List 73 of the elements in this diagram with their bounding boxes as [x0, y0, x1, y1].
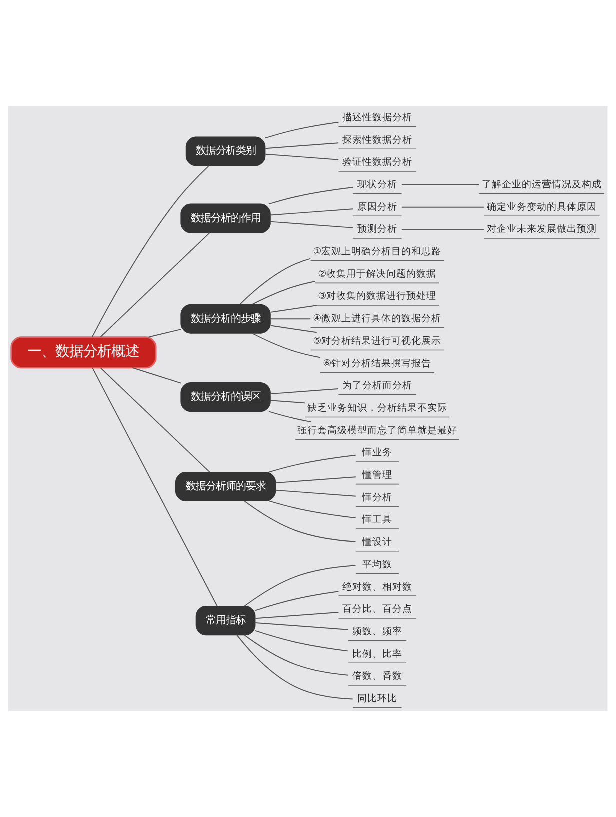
node-text: 现状分析: [357, 179, 398, 190]
node-text: ⑤对分析结果进行可视化展示: [313, 336, 442, 347]
connector: [255, 622, 349, 630]
node-text: 懂工具: [362, 514, 392, 526]
connector: [270, 400, 306, 404]
connector: [244, 565, 356, 607]
connector: [265, 142, 340, 150]
node-text: 强行套高级模型而忘了简单就是最好: [297, 425, 458, 436]
connector: [268, 454, 356, 473]
node-box: 数据分析类别: [186, 136, 266, 166]
node-text: 懂分析: [362, 492, 392, 504]
connector: [148, 329, 182, 338]
node-text: 验证性数据分析: [342, 157, 412, 168]
node-box: 一、数据分析概述: [10, 336, 157, 369]
connector: [92, 367, 218, 607]
connector: [255, 591, 340, 612]
connector: [100, 368, 210, 473]
node-text: 比例、比率: [352, 648, 402, 660]
node-text: 倍数、番数: [352, 671, 402, 682]
node-text: 绝对数、相对数: [342, 582, 412, 593]
connector: [252, 281, 316, 306]
node-text: 探索性数据分析: [342, 134, 412, 146]
connector: [270, 388, 339, 395]
node-text: 同比环比: [357, 694, 398, 704]
node-text: 对企业未来发展做出预测: [486, 224, 597, 236]
node-box: 数据分析的作用: [180, 204, 271, 234]
connector: [255, 630, 348, 652]
node-box: 数据分析师的要求: [176, 472, 276, 502]
node-text: 懂设计: [362, 537, 392, 548]
connector: [401, 206, 484, 208]
node-text: 原因分析: [357, 202, 398, 213]
node-text: 预测分析: [357, 224, 398, 236]
node-box: 常用指标: [196, 606, 256, 636]
connector: [264, 122, 340, 139]
connector: [270, 318, 312, 320]
connector: [270, 221, 354, 228]
node-text: ①宏观上明确分析目的和思路: [313, 246, 442, 258]
node-text: 缺乏业务知识，分析结果不实际: [307, 402, 448, 414]
node-box: 数据分析的步骤: [180, 304, 271, 334]
connector: [275, 490, 356, 497]
connector: [268, 411, 312, 423]
node-text: 百分比、百分点: [342, 604, 412, 616]
node-text: 平均数: [362, 559, 392, 570]
connector: [270, 325, 318, 334]
connector: [252, 333, 321, 358]
connector: [270, 208, 354, 216]
node-text: 确定业务变动的具体原因: [486, 202, 597, 213]
connector: [401, 229, 484, 230]
node-text: 了解企业的运营情况及构成: [482, 179, 602, 190]
node-text: 懂管理: [362, 470, 392, 482]
connector: [275, 476, 356, 484]
connector: [255, 612, 340, 620]
connector: [236, 634, 354, 700]
connector: [132, 367, 182, 384]
connector: [401, 184, 480, 186]
node-text: 频数、频率: [352, 626, 402, 638]
node-box: 数据分析的误区: [180, 382, 271, 412]
connector: [268, 187, 354, 205]
node-text: ④微观上进行具体的数据分析: [313, 314, 442, 325]
connector: [240, 258, 312, 306]
connector: [244, 500, 356, 542]
connector: [270, 305, 318, 313]
node-text: ③对收集的数据进行预处理: [318, 291, 437, 302]
connector: [268, 500, 356, 519]
connector: [92, 166, 210, 338]
node-text: 懂业务: [362, 448, 392, 459]
connector: [100, 232, 210, 338]
node-text: ②收集用于解决问题的数据: [318, 268, 437, 280]
connector: [244, 634, 349, 676]
node-text: ⑥针对分析结果撰写报告: [323, 358, 432, 370]
connector: [265, 154, 340, 160]
node-text: 描述性数据分析: [342, 112, 412, 124]
node-text: 为了分析而分析: [342, 380, 412, 392]
